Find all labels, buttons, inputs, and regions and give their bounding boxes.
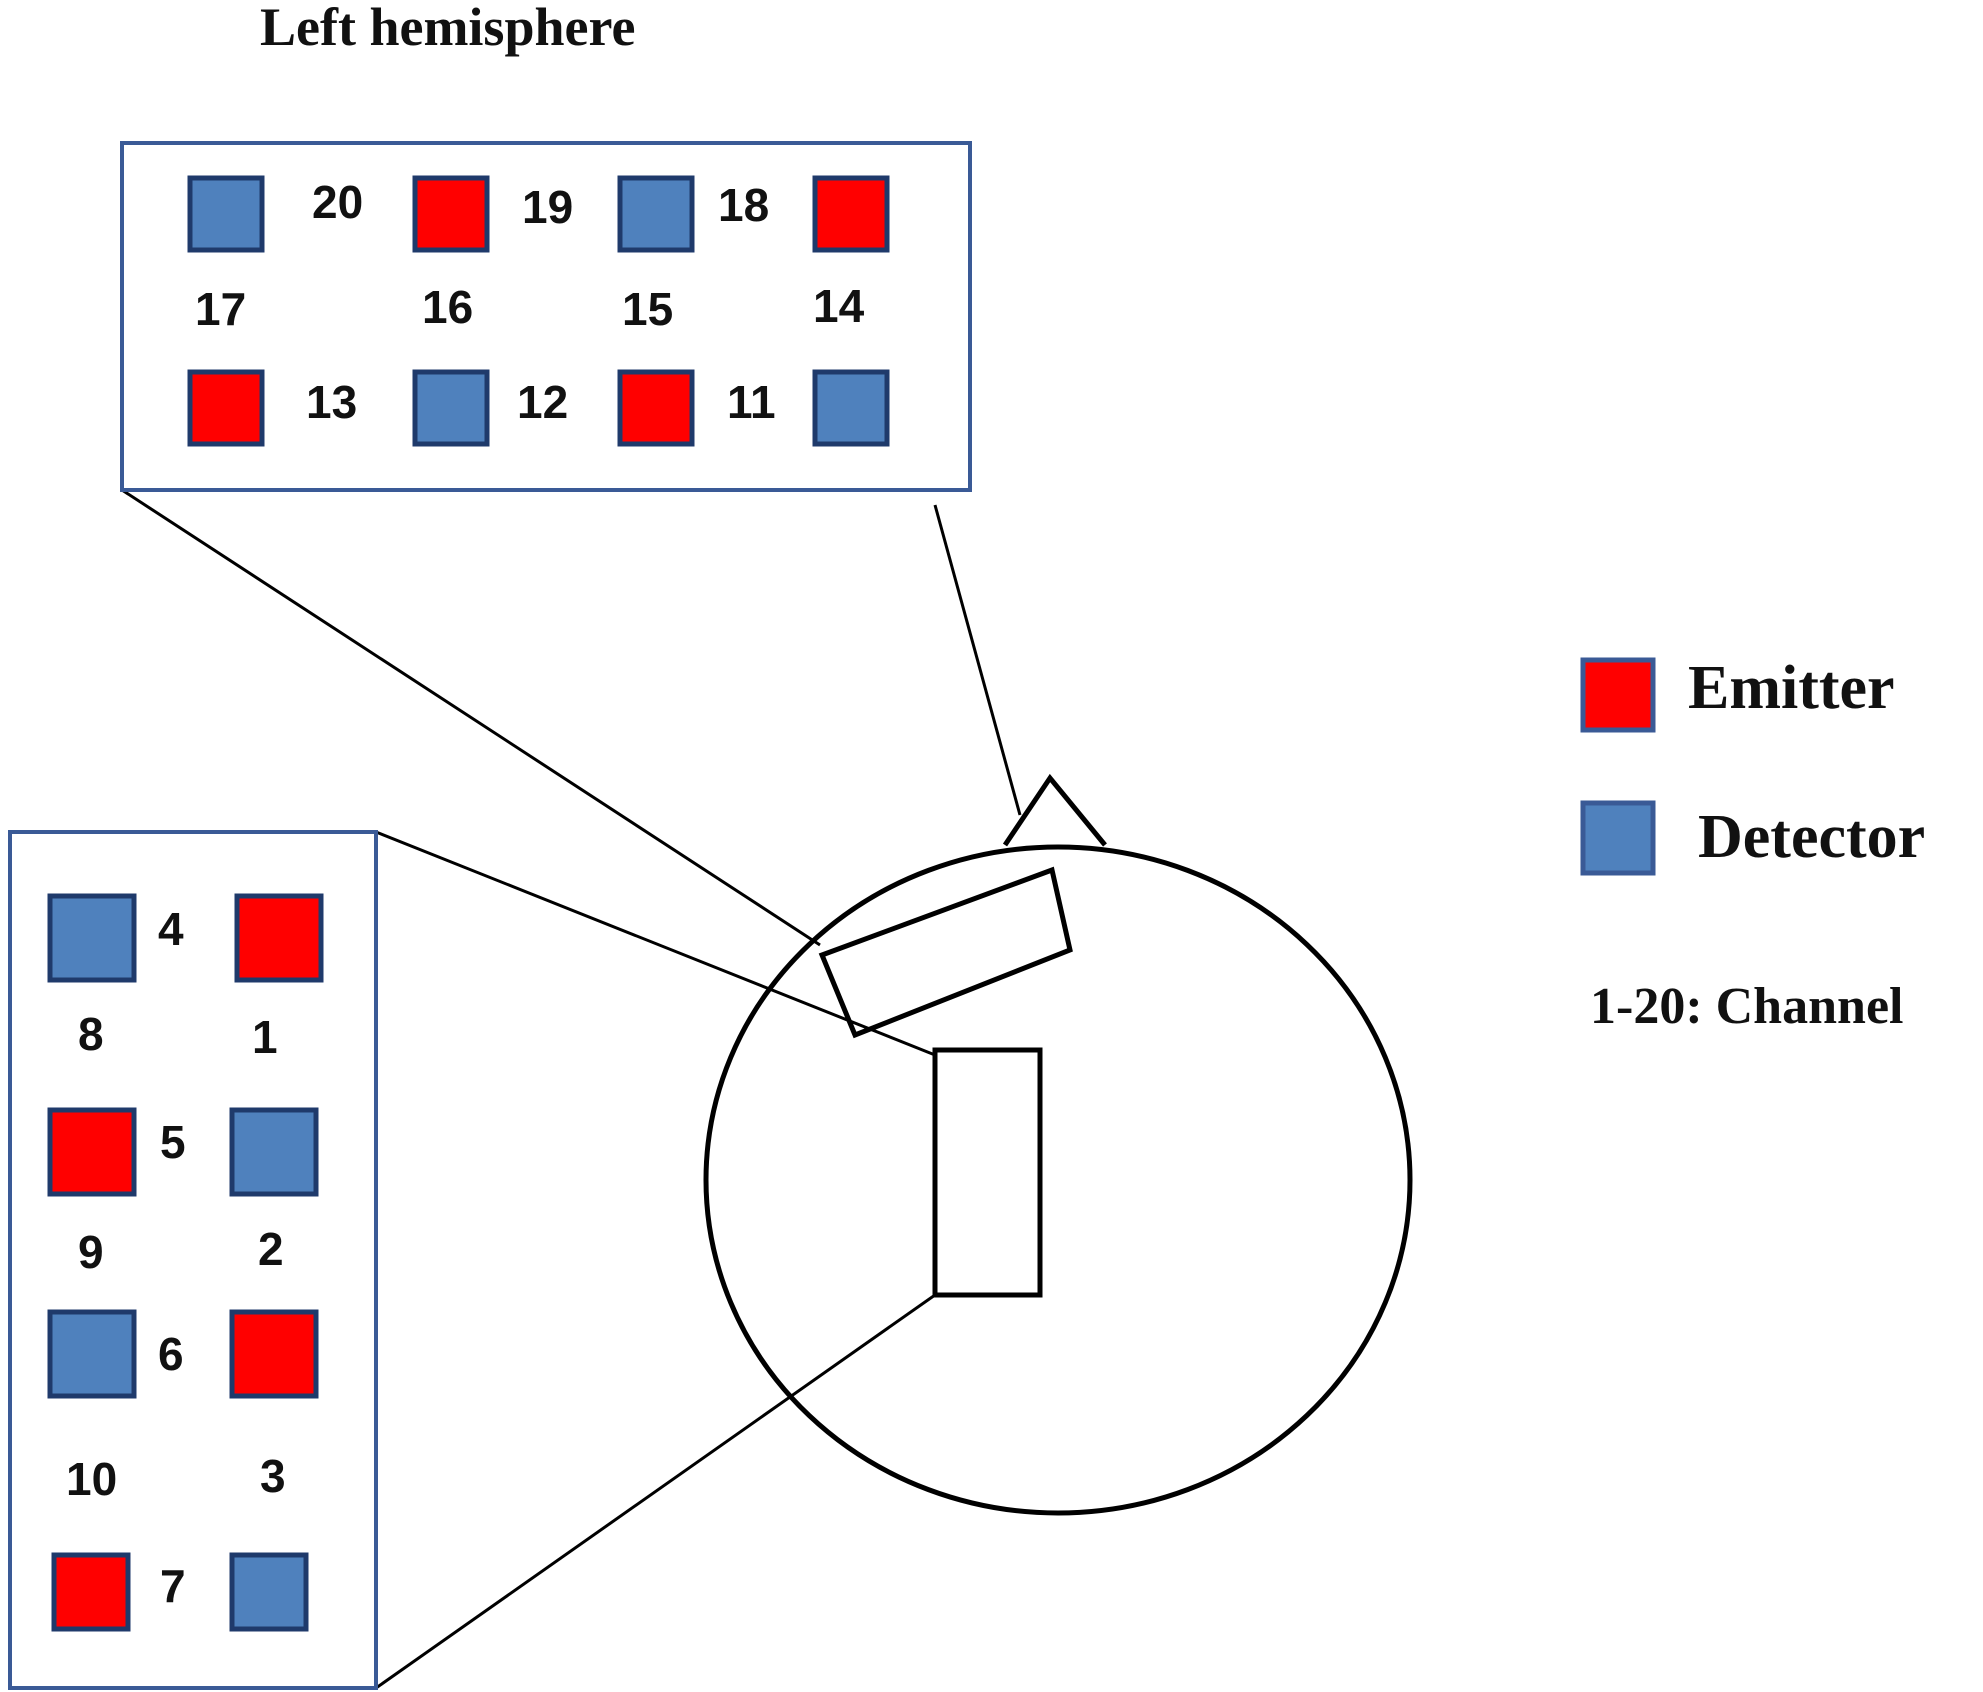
detector-optode: [47, 893, 137, 983]
connector-line: [121, 488, 821, 947]
legend: Emitter Detector 1-20: Channel: [1580, 654, 1925, 1035]
detector-optode: [812, 369, 890, 447]
channel-label: 10: [66, 1453, 117, 1505]
channel-label: 4: [158, 903, 184, 955]
connector-lines: [121, 488, 1022, 1690]
top-optodes: [187, 175, 890, 447]
emitter-optode: [617, 369, 695, 447]
connector-line: [375, 830, 936, 1057]
detector-optode: [229, 1552, 309, 1632]
top-channel-labels: 20 19 18 17 16 15 14 13 12 11: [195, 176, 865, 428]
channel-label: 11: [727, 376, 776, 428]
channel-label: 2: [258, 1223, 284, 1275]
left-channel-labels: 4 5 6 7 8 9 10 1 2 3: [66, 903, 286, 1612]
diagram-title: Left hemisphere: [260, 0, 635, 57]
channel-label: 17: [195, 283, 246, 335]
channel-label: 13: [306, 376, 357, 428]
channel-label: 12: [517, 376, 568, 428]
legend-emitter-label: Emitter: [1688, 654, 1895, 722]
channel-label: 8: [78, 1008, 104, 1060]
nose: [1002, 773, 1107, 847]
channel-label: 14: [813, 280, 865, 332]
channel-label: 7: [160, 1560, 186, 1612]
emitter-optode: [51, 1552, 131, 1632]
connector-line: [933, 504, 1022, 816]
detector-optode: [187, 175, 265, 253]
legend-detector-swatch: [1580, 800, 1656, 876]
channel-label: 9: [78, 1226, 104, 1278]
channel-label: 15: [622, 283, 673, 335]
emitter-optode: [234, 893, 324, 983]
legend-detector-label: Detector: [1698, 803, 1925, 871]
channel-label: 5: [160, 1116, 186, 1168]
emitter-optode: [412, 175, 490, 253]
channel-label: 1: [252, 1011, 278, 1063]
detector-optode: [617, 175, 695, 253]
connector-line: [375, 1293, 936, 1690]
emitter-optode: [47, 1107, 137, 1197]
emitter-optode: [229, 1309, 319, 1399]
emitter-optode: [187, 369, 265, 447]
channel-label: 16: [422, 281, 473, 333]
detector-optode: [229, 1107, 319, 1197]
legend-channel-range: 1-20: Channel: [1590, 978, 1903, 1035]
detector-optode: [412, 369, 490, 447]
head-outline: [703, 773, 1413, 1516]
left-optodes: [47, 893, 324, 1632]
channel-label: 3: [260, 1450, 286, 1502]
detector-optode: [47, 1309, 137, 1399]
emitter-optode: [812, 175, 890, 253]
channel-label: 6: [158, 1328, 184, 1380]
channel-label: 19: [522, 181, 573, 233]
channel-label: 18: [718, 179, 769, 231]
channel-label: 20: [312, 176, 363, 228]
probe-patch-top: [818, 866, 1073, 1039]
legend-emitter-swatch: [1580, 657, 1656, 733]
probe-patch-side: [932, 1047, 1043, 1298]
head-circle: [703, 844, 1413, 1516]
